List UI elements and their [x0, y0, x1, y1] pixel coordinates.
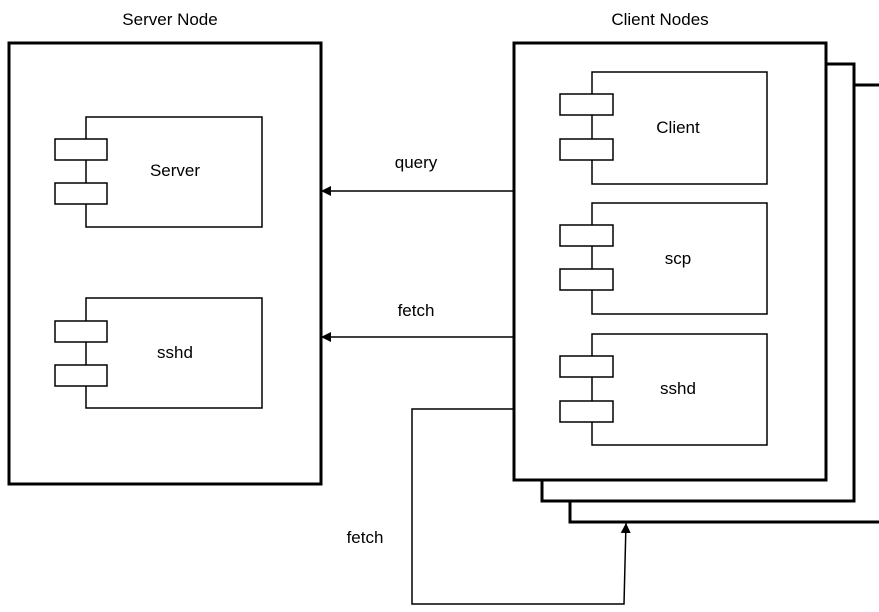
scp-component: scp: [559, 202, 768, 315]
component-port: [54, 320, 108, 343]
client-component-label: Client: [656, 118, 700, 137]
server-component-label: Server: [150, 161, 200, 180]
server-sshd-component: sshd: [54, 297, 263, 409]
server-node-title: Server Node: [122, 10, 217, 29]
fetch-loop-label: fetch: [347, 528, 384, 547]
component-port: [559, 355, 614, 378]
client-sshd-component: sshd: [559, 333, 768, 446]
fetch-label: fetch: [398, 301, 435, 320]
client-nodes-title: Client Nodes: [611, 10, 708, 29]
component-port: [54, 138, 108, 161]
client-component: Client: [559, 71, 768, 185]
server-node-box: [7, 41, 323, 486]
component-port: [559, 224, 614, 247]
component-port: [559, 93, 614, 116]
fetch-loop-arrow: [411, 408, 631, 605]
server-sshd-label: sshd: [157, 343, 193, 362]
component-port: [559, 268, 614, 291]
component-port: [54, 182, 108, 205]
component-port: [559, 138, 614, 161]
component-port: [54, 364, 108, 387]
client-sshd-label: sshd: [660, 379, 696, 398]
component-port: [559, 400, 614, 423]
server-component: Server: [54, 116, 263, 228]
scp-component-label: scp: [665, 249, 691, 268]
query-label: query: [395, 153, 438, 172]
